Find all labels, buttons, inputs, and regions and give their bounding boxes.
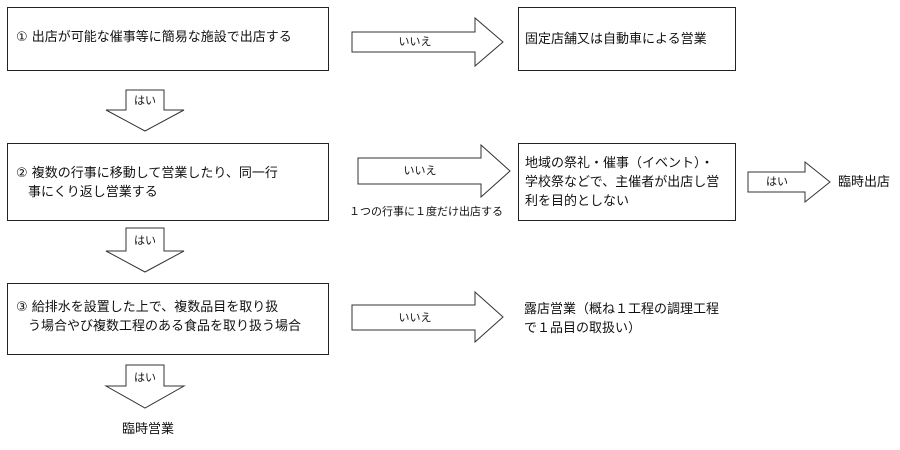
result-box-1: 固定店舗又は自動車による営業	[518, 7, 736, 71]
no-arrow-1	[351, 16, 504, 68]
question-box-1: ① 出店が可能な催事等に簡易な施設で出店する	[7, 7, 329, 71]
result-1-text: 固定店舗又は自動車による営業	[525, 32, 707, 47]
note-text: １つの行事に１度だけ出店する	[349, 205, 503, 218]
no-label-2: いいえ	[403, 164, 437, 177]
result-2-line-2: 学校祭などで、主催者が出店し営	[525, 175, 720, 190]
result-3-line-1: 露店営業（概ね１工程の調理工程	[524, 302, 720, 317]
question-box-3: ③ 給排水を設置した上で、複数品目を取り扱 う場合やび複数工程のある食品を取り扱…	[7, 283, 329, 355]
yes-label-right: はい	[766, 175, 788, 188]
yes-arrow-right	[747, 160, 831, 204]
result-3-text: 露店営業（概ね１工程の調理工程 で１品目の取扱い）	[524, 300, 719, 338]
no-arrow-3	[351, 290, 504, 344]
question-3-line-1: ③ 給排水を設置した上で、複数品目を取り扱	[16, 300, 279, 315]
result-2-line-1: 地域の祭礼・催事（イベント）・	[525, 156, 714, 171]
question-box-2: ② 複数の行事に移動して営業したり、同一行 事にくり返し営業する	[7, 143, 329, 221]
no-arrow-2	[357, 143, 511, 199]
yes-arrow-down-3	[104, 364, 186, 409]
yes-arrow-down-1	[105, 89, 185, 132]
question-1-text: ① 出店が可能な催事等に簡易な施設で出店する	[16, 30, 292, 45]
result-box-2: 地域の祭礼・催事（イベント）・ 学校祭などで、主催者が出店し営 利を目的としない	[518, 143, 736, 221]
result-3-line-2: で１品目の取扱い）	[524, 321, 642, 336]
question-2-line-1: ② 複数の行事に移動して営業したり、同一行	[16, 166, 278, 181]
question-2-line-2: 事にくり返し営業する	[28, 185, 158, 200]
no-label-1: いいえ	[398, 35, 432, 48]
yes-label-down-2: はい	[134, 234, 156, 247]
yes-label-down-3: はい	[134, 371, 156, 384]
yes-arrow-down-2	[105, 227, 185, 273]
yes-label-down-1: はい	[134, 94, 156, 107]
question-3-line-2: う場合やび複数工程のある食品を取り扱う場合	[28, 319, 302, 334]
result-2-line-3: 利を目的としない	[525, 194, 630, 209]
no-label-3: いいえ	[398, 311, 432, 324]
final-result-text: 臨時営業	[122, 422, 175, 437]
result-2-yes-text: 臨時出店	[838, 175, 891, 190]
